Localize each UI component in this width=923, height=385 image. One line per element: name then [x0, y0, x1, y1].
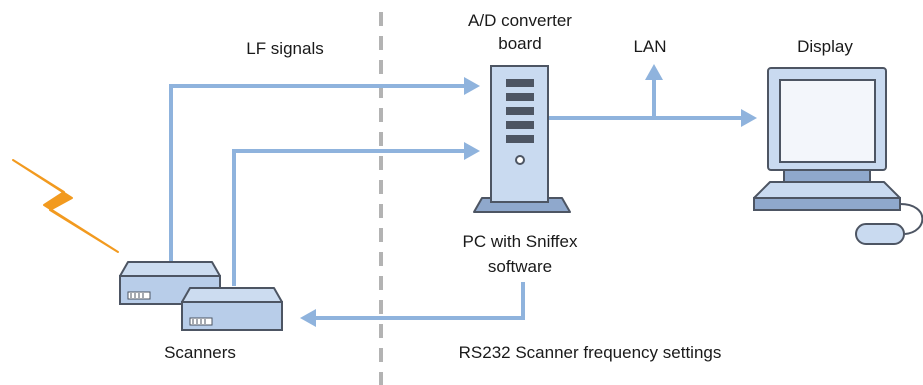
- lightning-icon: [12, 159, 119, 253]
- arrowhead: [300, 309, 316, 327]
- mouse-icon: [855, 223, 905, 245]
- scanner-icon: [181, 287, 283, 331]
- arrowhead: [464, 77, 480, 95]
- lf-connector-upper: [169, 84, 466, 262]
- pc-label-line1: PC with Sniffex: [462, 232, 578, 251]
- arrowhead: [645, 64, 663, 80]
- connector-arrowheads: [300, 64, 757, 327]
- scanners-label: Scanners: [164, 343, 236, 362]
- ad-converter-label-line2: board: [498, 34, 542, 53]
- pc-tower-icon: [473, 65, 571, 213]
- pc-label-line2: software: [487, 257, 553, 276]
- computer-display-icon: [753, 67, 923, 235]
- lf-signal-connectors: [169, 80, 745, 320]
- lf-connector-lower: [232, 149, 466, 286]
- lan-label: LAN: [633, 37, 667, 56]
- rs232-label: RS232 Scanner frequency settings: [458, 343, 722, 362]
- display-label: Display: [797, 37, 853, 56]
- rs232-connector: [314, 282, 525, 320]
- arrowhead: [464, 142, 480, 160]
- lf-signals-label: LF signals: [246, 39, 324, 58]
- ad-converter-label-line1: A/D converter: [468, 11, 572, 30]
- arrowhead: [741, 109, 757, 127]
